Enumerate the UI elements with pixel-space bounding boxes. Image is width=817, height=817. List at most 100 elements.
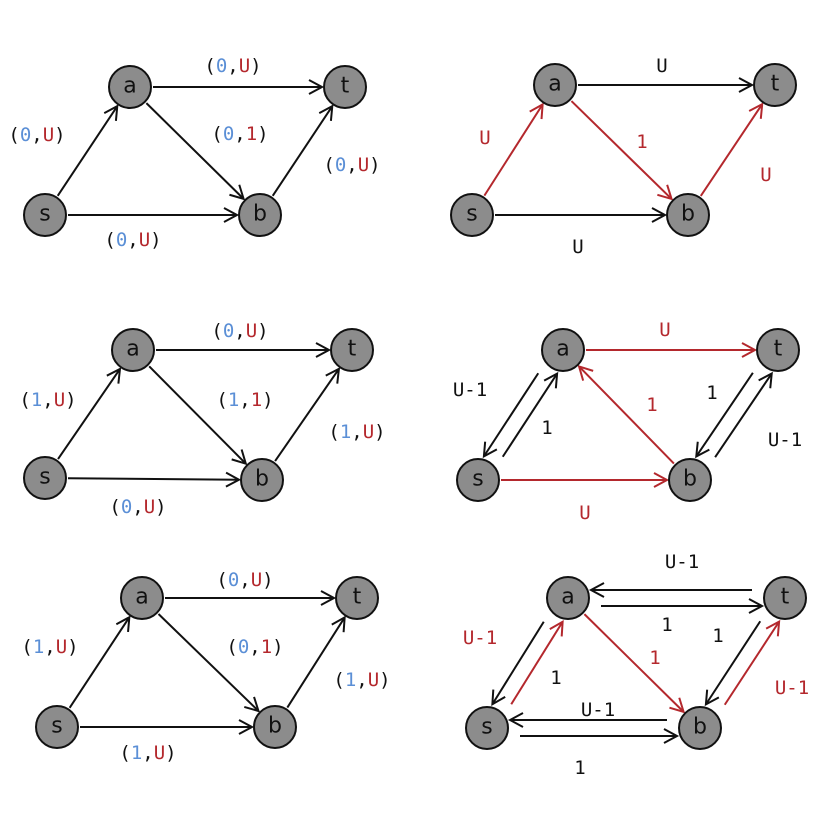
edge-line <box>56 105 119 197</box>
edge-line <box>570 100 673 200</box>
punctuation: ) <box>155 496 166 518</box>
punctuation: , <box>234 320 245 342</box>
arrowhead-icon <box>238 719 255 735</box>
arrowhead-icon <box>741 342 758 358</box>
punctuation: ( <box>119 742 130 764</box>
node-t: t <box>335 576 379 620</box>
capacity-value: U <box>368 669 379 691</box>
node-circle <box>238 193 282 237</box>
capacity-value: U <box>246 320 257 342</box>
edge-line <box>501 373 558 458</box>
edge-a-b <box>157 613 261 713</box>
edge-b-s <box>507 712 667 728</box>
arrowhead-icon <box>657 184 674 201</box>
node-a: a <box>108 65 152 109</box>
edge-label: U <box>659 319 670 341</box>
edge-line <box>57 368 121 460</box>
capacity-value: U <box>54 389 65 411</box>
edge-label: (1,U) <box>333 669 390 691</box>
edge-label: (1,U) <box>328 421 385 443</box>
edge-t-b <box>704 620 762 707</box>
edge-label: U <box>572 236 583 258</box>
node-circle <box>240 458 284 502</box>
punctuation: ) <box>272 636 283 658</box>
node-label: s <box>466 202 477 227</box>
arrowhead-icon <box>225 471 242 488</box>
node-label: a <box>126 337 139 362</box>
node-label: b <box>268 714 282 739</box>
edge-s-b <box>520 728 680 744</box>
punctuation: ) <box>67 636 78 658</box>
node-a: a <box>546 576 590 620</box>
edge-a-t <box>153 79 325 95</box>
edge-label: U <box>479 127 490 149</box>
node-label: b <box>683 467 697 492</box>
node-b: b <box>668 458 712 502</box>
node-b: b <box>678 706 722 750</box>
capacity-value: U <box>43 124 54 146</box>
edge-s-a <box>57 367 122 460</box>
arrowhead-icon <box>331 615 346 633</box>
capacity-value: U <box>251 569 262 591</box>
punctuation: ( <box>328 421 339 443</box>
node-label: b <box>693 715 707 740</box>
edge-line <box>145 102 245 200</box>
edge-a-t <box>601 598 765 614</box>
arrowhead-icon <box>549 619 564 637</box>
node-s: s <box>23 456 67 500</box>
edge-b-t <box>723 619 781 706</box>
node-circle <box>533 63 577 107</box>
punctuation: ) <box>250 55 261 77</box>
edge-line <box>148 365 247 465</box>
punctuation: ) <box>150 229 161 251</box>
edge-label: (0,U) <box>8 124 65 146</box>
edge-b-a <box>577 364 675 465</box>
punctuation: , <box>249 636 260 658</box>
edge-label: 1 <box>712 625 723 647</box>
arrowhead-icon <box>231 449 248 466</box>
node-circle <box>456 458 500 502</box>
punctuation: ( <box>104 229 115 251</box>
edge-label: 1 <box>636 131 647 153</box>
arrowhead-icon <box>748 598 765 614</box>
node-label: t <box>353 585 362 610</box>
flow-value: 0 <box>223 123 234 145</box>
edge-label: (0,1) <box>211 123 268 145</box>
edge-s-b <box>68 207 240 223</box>
edge-line <box>68 616 131 709</box>
edge-label: 1 <box>574 757 585 779</box>
edge-a-t <box>165 590 337 606</box>
node-label: s <box>481 715 492 740</box>
node-circle <box>23 456 67 500</box>
flow-value: 1 <box>131 742 142 764</box>
flow-value: 0 <box>335 154 346 176</box>
capacity-value: 1 <box>251 389 262 411</box>
edge-line <box>583 613 685 713</box>
punctuation: ( <box>226 636 237 658</box>
edge-line <box>510 621 564 705</box>
edge-label: (0,1) <box>226 636 283 658</box>
punctuation: ) <box>65 389 76 411</box>
edge-a-b <box>148 365 248 466</box>
node-b: b <box>238 193 282 237</box>
punctuation: , <box>227 55 238 77</box>
edge-label: 1 <box>706 382 717 404</box>
edge-label: (0,U) <box>104 229 161 251</box>
punctuation: ( <box>21 636 32 658</box>
node-a: a <box>533 63 577 107</box>
capacity-value: U <box>154 742 165 764</box>
edge-b-t <box>714 371 773 458</box>
edge-b-t <box>271 104 334 197</box>
punctuation: ) <box>165 742 176 764</box>
arrowhead-icon <box>653 472 670 488</box>
node-circle <box>35 705 79 749</box>
edge-line <box>274 368 340 462</box>
arrowhead-icon <box>651 207 668 223</box>
arrowhead-icon <box>325 367 341 384</box>
flow-value: 1 <box>228 389 239 411</box>
edge-s-a <box>501 371 559 458</box>
